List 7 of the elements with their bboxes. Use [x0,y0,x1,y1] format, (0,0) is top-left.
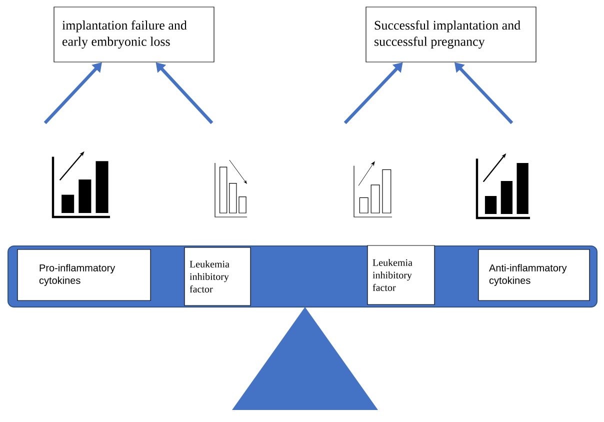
text-box: Leukemia inhibitory factor [184,247,251,306]
text-box: Anti-inflammatory cytokines [478,249,590,301]
text-box: Leukemia inhibitory factor [367,245,435,305]
text-box: Pro-inflammatory cytokines [17,249,151,301]
fulcrum-triangle [232,307,378,410]
text-box: implantation failure and early embryonic loss [54,6,214,62]
text-box: Successful implantation and successful pregnancy [366,6,536,62]
